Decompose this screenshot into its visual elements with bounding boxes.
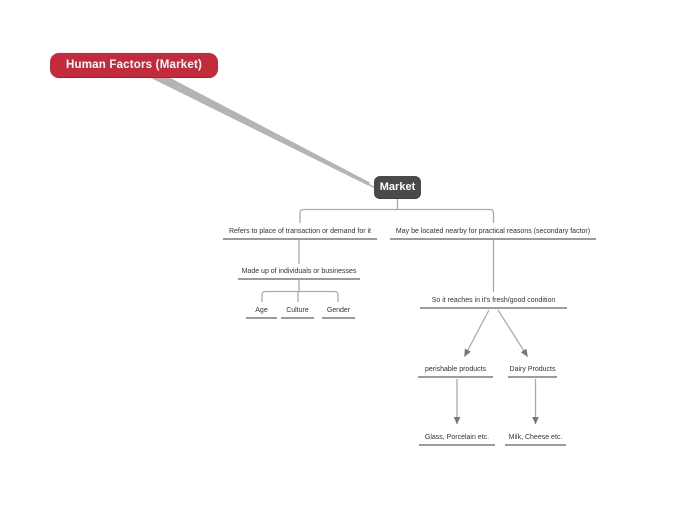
branch-label-age[interactable]: Age xyxy=(246,305,277,319)
connector-market-branches xyxy=(299,199,495,223)
branch-label-glass-porcelain[interactable]: Glass, Porcelain etc. xyxy=(419,432,495,446)
branch-label-refers[interactable]: Refers to place of transaction or demand… xyxy=(223,226,377,240)
branch-label-made-up[interactable]: Made up of individuals or businesses xyxy=(238,266,360,280)
branch-label-dairy-products[interactable]: Dairy Products xyxy=(508,364,557,378)
branch-label-milk-cheese[interactable]: Milk, Cheese etc. xyxy=(505,432,566,446)
branch-label-located-nearby[interactable]: May be located nearby for practical reas… xyxy=(390,226,596,240)
branch-label-perishable-products[interactable]: perishable products xyxy=(418,364,493,378)
connector-root-to-market xyxy=(151,71,379,189)
branch-label-fresh-condition[interactable]: So it reaches in it's fresh/good conditi… xyxy=(420,295,567,309)
branch-label-culture[interactable]: Culture xyxy=(281,305,314,319)
branch-label-gender[interactable]: Gender xyxy=(322,305,355,319)
connector-madeup-children xyxy=(261,280,339,302)
connector-product-examples xyxy=(453,379,539,425)
node-human-factors[interactable]: Human Factors (Market) xyxy=(50,53,218,78)
connector-fresh-products xyxy=(463,309,529,357)
node-market[interactable]: Market xyxy=(374,176,421,199)
